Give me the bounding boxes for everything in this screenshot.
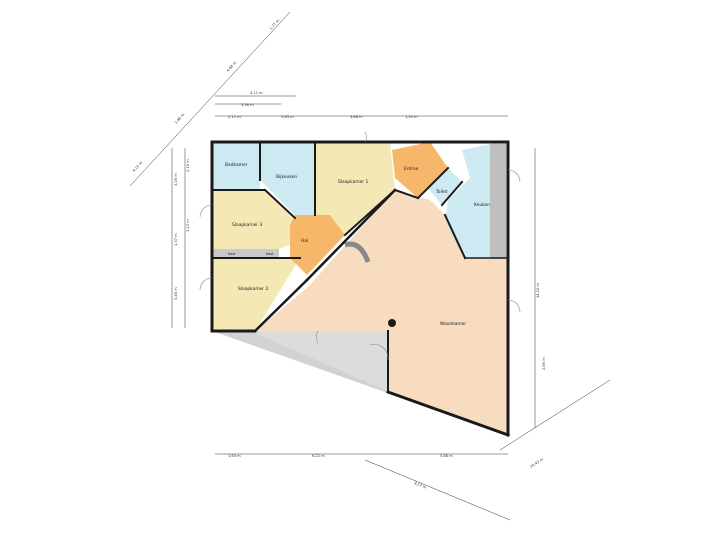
label-hal: Hal — [301, 238, 308, 244]
dim-top-b: 2,63 m — [281, 115, 294, 119]
label-badkamer: Badkamer — [225, 162, 248, 168]
walls — [210, 140, 510, 437]
dim-left-c: 3,13 m — [186, 219, 190, 232]
label-slaapkamer-1: Slaapkamer 1 — [338, 179, 369, 185]
label-woonkamer: Woonkamer — [440, 321, 466, 327]
dim-diag-b: 1,90 m — [174, 112, 186, 124]
dim-top-d: 1,55 m — [405, 115, 418, 119]
kast-strip — [213, 249, 279, 257]
dim-diag-total: 4,68 m — [226, 60, 238, 72]
kitchen-counter — [490, 144, 506, 259]
dim-diag-a: 1,77 m — [269, 18, 281, 30]
slaapkamer-1-area — [315, 142, 395, 235]
dim-top-sub: 3,36 m — [241, 103, 254, 107]
bijkeuken-area — [260, 142, 315, 215]
label-toilet: Toilet — [435, 189, 448, 195]
slaapkamer-2-area — [212, 258, 300, 331]
label-slaapkamer-2: Slaapkamer 2 — [238, 286, 269, 292]
badkamer-area — [212, 142, 260, 190]
dim-diag-c: 4,12 m — [132, 160, 144, 172]
dim-left-d: 1,37 m — [174, 233, 178, 246]
dim-bottom-b: 6,22 m — [312, 454, 325, 458]
label-keuken: Keuken — [474, 202, 490, 208]
dim-left-e: 3,45 m — [174, 287, 178, 300]
dim-right-total: 14,22 m — [536, 283, 540, 298]
doors — [199, 131, 521, 361]
label-entree: Entree — [404, 166, 419, 172]
dim-diag-bottom-b: 10,42 m — [529, 457, 544, 469]
dimension-labels: 4,11 m 3,36 m 2,11 m 2,63 m 3,88 m 1,55 … — [132, 18, 546, 490]
dim-left-a: 3,26 m — [174, 173, 178, 186]
dim-top-overall: 4,11 m — [250, 91, 263, 95]
dim-diag-bottom-a: 8,17 m — [414, 481, 428, 490]
terrace-lower — [212, 331, 390, 392]
stair — [344, 241, 371, 263]
label-kast-1: Kast — [228, 252, 236, 256]
toilet-area — [428, 168, 462, 205]
dim-left-b: 2,16 m — [186, 159, 190, 172]
woonkamer-area — [255, 190, 508, 435]
dim-bottom-a: 1,64 m — [228, 454, 241, 458]
dim-right-sub: 2,89 m — [542, 357, 546, 370]
label-slaapkamer-3: Slaapkamer 3 — [232, 222, 263, 228]
dimension-lines — [129, 11, 611, 521]
hal-area — [290, 215, 345, 275]
label-kast-2: Kast — [266, 252, 274, 256]
dim-bottom-c: 5,88 m — [440, 454, 453, 458]
slaapkamer-3-area — [212, 190, 295, 255]
entree-area — [392, 142, 448, 198]
room-labels: Badkamer Bijkeuken Slaapkamer 1 Slaapkam… — [225, 162, 490, 327]
label-bijkeuken: Bijkeuken — [276, 174, 297, 180]
column — [388, 319, 396, 327]
dim-top-c: 3,88 m — [350, 115, 363, 119]
dim-top-a: 2,11 m — [228, 115, 241, 119]
